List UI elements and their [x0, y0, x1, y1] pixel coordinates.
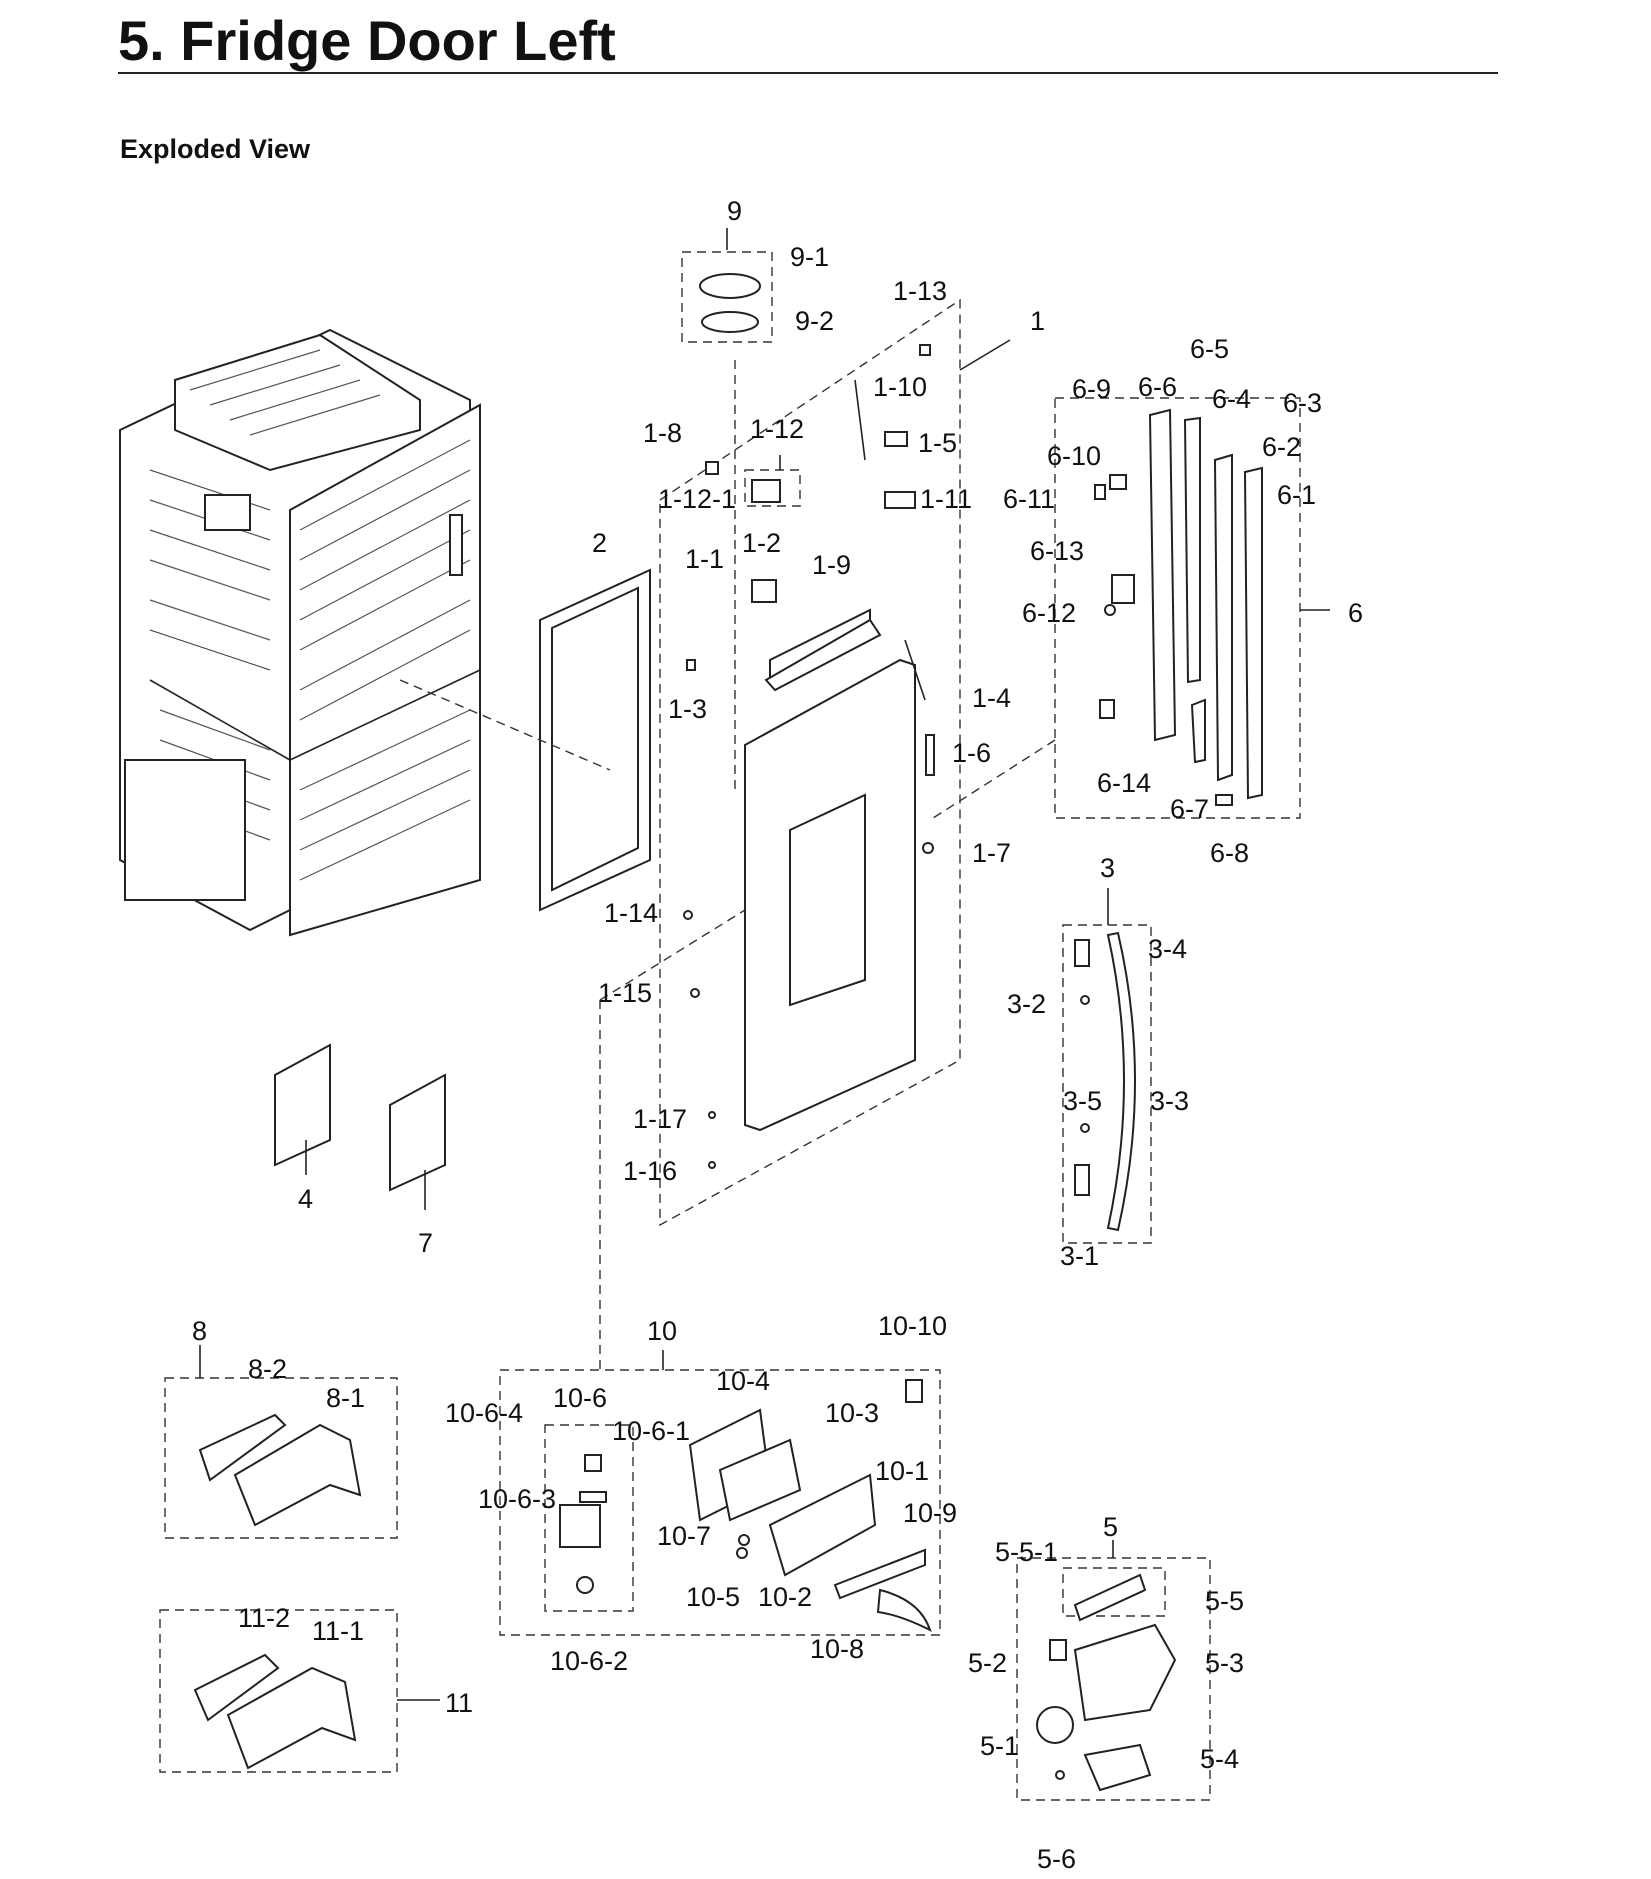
- callout-11-1: 11-1: [312, 1616, 364, 1646]
- callout-1-4: 1-4: [972, 683, 1011, 713]
- callout-3-3: 3-3: [1150, 1086, 1189, 1116]
- section-heading: Exploded View: [120, 134, 311, 164]
- callout-6-9: 6-9: [1072, 374, 1111, 404]
- group-11-box: [159, 1609, 440, 1773]
- callout-10-3: 10-3: [825, 1398, 879, 1428]
- callout-1-9: 1-9: [812, 550, 851, 580]
- callout-1-17: 1-17: [633, 1104, 687, 1134]
- callout-10-6-2: 10-6-2: [550, 1646, 628, 1676]
- callout-6-5: 6-5: [1190, 334, 1229, 364]
- callout-4: 4: [298, 1184, 313, 1214]
- callout-6-10: 6-10: [1047, 441, 1101, 471]
- callout-8-2: 8-2: [248, 1354, 287, 1384]
- callout-5-1: 5-1: [980, 1731, 1019, 1761]
- callout-6-1: 6-1: [1277, 480, 1316, 510]
- callout-6-13: 6-13: [1030, 536, 1084, 566]
- cover-plates: [274, 1043, 446, 1210]
- callout-6-14: 6-14: [1097, 768, 1151, 798]
- page-title: 5. Fridge Door Left: [118, 9, 616, 72]
- callout-6-4: 6-4: [1212, 384, 1251, 414]
- group-3-box: [1062, 888, 1152, 1244]
- callout-7: 7: [418, 1228, 433, 1258]
- callout-1-16: 1-16: [623, 1156, 677, 1186]
- group-8-box: [164, 1345, 398, 1539]
- door-gasket-part: [539, 568, 651, 912]
- callout-10-6-1: 10-6-1: [612, 1416, 690, 1446]
- callout-5-6: 5-6: [1037, 1844, 1076, 1874]
- callout-3-4: 3-4: [1148, 934, 1187, 964]
- callout-1: 1: [1030, 306, 1045, 336]
- callout-1-7: 1-7: [972, 838, 1011, 868]
- callout-8: 8: [192, 1316, 207, 1346]
- callout-10-8: 10-8: [810, 1634, 864, 1664]
- callout-9-2: 9-2: [795, 306, 834, 336]
- callout-1-15: 1-15: [598, 978, 652, 1008]
- callout-1-12-1: 1-12-1: [658, 484, 736, 514]
- callout-1-10: 1-10: [873, 372, 927, 402]
- callout-9-1: 9-1: [790, 242, 829, 272]
- callout-3-2: 3-2: [1007, 989, 1046, 1019]
- callout-1-11: 1-11: [920, 484, 972, 514]
- callout-10-10: 10-10: [878, 1311, 947, 1341]
- callout-8-1: 8-1: [326, 1383, 365, 1413]
- callout-6-11: 6-11: [1003, 484, 1055, 514]
- callout-1-5: 1-5: [918, 428, 957, 458]
- title-divider: [118, 72, 1498, 74]
- callout-9: 9: [727, 196, 742, 226]
- callout-10-7: 10-7: [657, 1521, 711, 1551]
- gasket-leader: [399, 679, 611, 771]
- callout-1-2: 1-2: [742, 528, 781, 558]
- callout-5-4: 5-4: [1200, 1744, 1239, 1774]
- callout-10-4: 10-4: [716, 1366, 770, 1396]
- callout-10-9: 10-9: [903, 1498, 957, 1528]
- fridge-cabinet-illustration: [119, 328, 481, 937]
- callout-6-7: 6-7: [1170, 794, 1209, 824]
- callout-1-1: 1-1: [685, 544, 724, 574]
- callout-1-14: 1-14: [604, 898, 658, 928]
- callout-10: 10: [647, 1316, 677, 1346]
- callout-6-8: 6-8: [1210, 838, 1249, 868]
- callout-10-6-3: 10-6-3: [478, 1484, 556, 1514]
- callout-2: 2: [592, 528, 607, 558]
- callout-5-5-1: 5-5-1: [995, 1537, 1058, 1567]
- door-small-parts: [683, 344, 935, 1169]
- callout-1-6: 1-6: [952, 738, 991, 768]
- group-5-box: [1016, 1540, 1211, 1801]
- group-10-box: [499, 909, 941, 1636]
- callout-10-6: 10-6: [553, 1383, 607, 1413]
- callout-10-6-4: 10-6-4: [445, 1398, 523, 1428]
- callout-3-5: 3-5: [1063, 1086, 1102, 1116]
- callout-5-3: 5-3: [1205, 1648, 1244, 1678]
- door-assembly-group: [659, 298, 1011, 1227]
- callout-10-5: 10-5: [686, 1582, 740, 1612]
- callout-6-12: 6-12: [1022, 598, 1076, 628]
- callout-11: 11: [445, 1688, 473, 1718]
- callout-5-5: 5-5: [1205, 1586, 1244, 1616]
- callout-1-8: 1-8: [643, 418, 682, 448]
- callout-5-2: 5-2: [968, 1648, 1007, 1678]
- callout-11-2: 11-2: [238, 1603, 290, 1633]
- callout-10-2: 10-2: [758, 1582, 812, 1612]
- callout-1-13: 1-13: [893, 276, 947, 306]
- group-6-box: [929, 397, 1330, 821]
- callout-6-3: 6-3: [1283, 388, 1322, 418]
- group-9-box: [681, 228, 773, 790]
- callout-6-2: 6-2: [1262, 432, 1301, 462]
- callout-5: 5: [1103, 1512, 1118, 1542]
- callout-3-1: 3-1: [1060, 1241, 1099, 1271]
- callout-10-1: 10-1: [875, 1456, 929, 1486]
- callout-6: 6: [1348, 598, 1363, 628]
- callout-1-12: 1-12: [750, 414, 804, 444]
- callout-1-3: 1-3: [668, 694, 707, 724]
- callout-3: 3: [1100, 853, 1115, 883]
- callout-6-6: 6-6: [1138, 372, 1177, 402]
